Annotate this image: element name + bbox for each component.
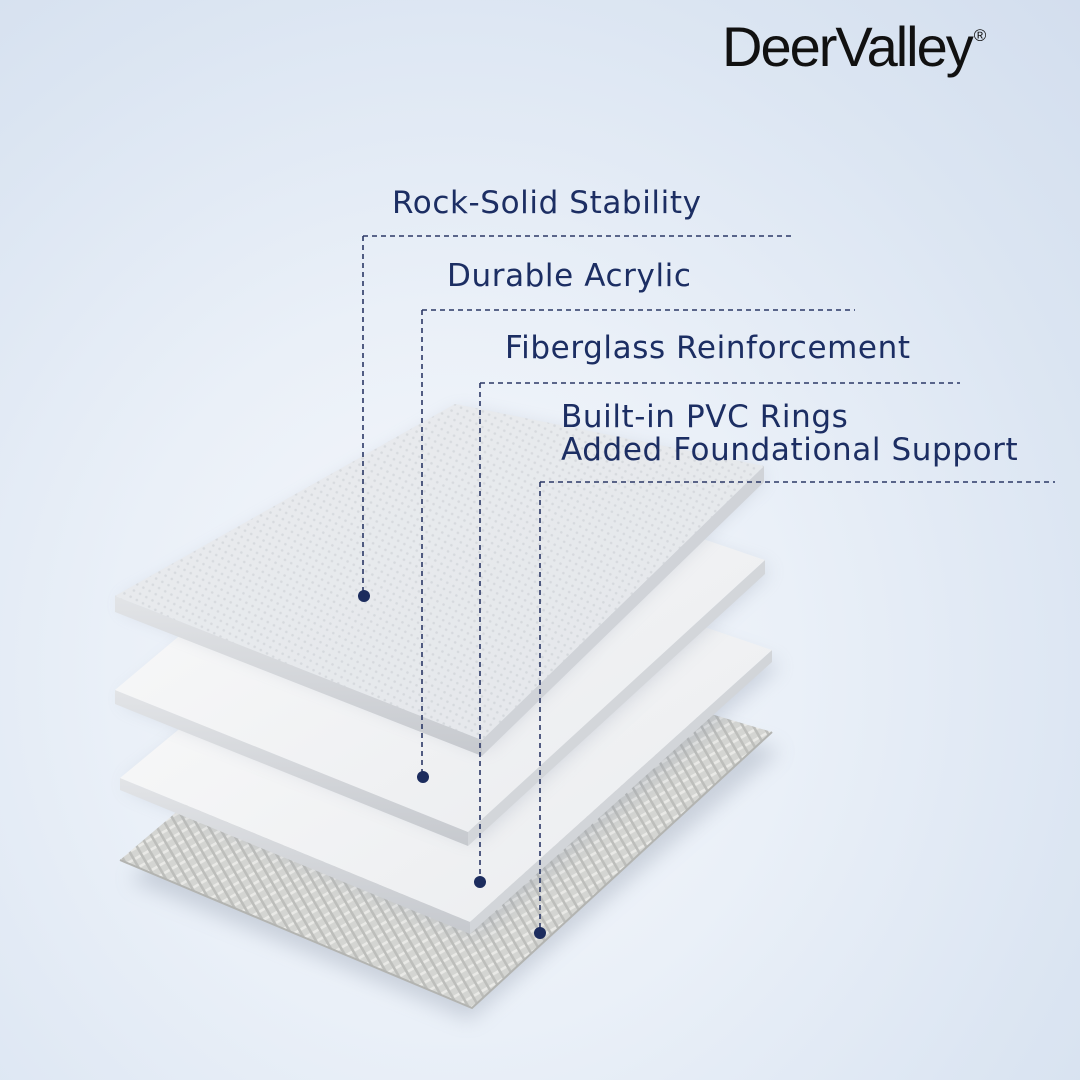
feature-label-foundational-support: Added Foundational Support bbox=[561, 432, 1019, 468]
brand-logo: DeerValley® bbox=[722, 14, 986, 79]
feature-label-fiberglass-reinforcement: Fiberglass Reinforcement bbox=[505, 330, 911, 366]
feature-label-durable-acrylic: Durable Acrylic bbox=[447, 258, 692, 294]
textured-top-layer bbox=[115, 404, 765, 756]
callout-dot bbox=[417, 771, 429, 783]
brand-logo-text: DeerValley bbox=[722, 15, 974, 78]
callout-pvc-rings bbox=[534, 481, 1055, 939]
feature-label-rock-solid-stability: Rock-Solid Stability bbox=[392, 185, 702, 221]
callout-rock-solid-stability bbox=[358, 235, 795, 602]
callout-dot bbox=[358, 590, 370, 602]
callout-durable-acrylic bbox=[417, 309, 855, 783]
registered-mark: ® bbox=[973, 26, 987, 45]
feature-label-pvc-rings: Built-in PVC Rings bbox=[561, 399, 849, 435]
callout-dot bbox=[474, 876, 486, 888]
callout-dot bbox=[534, 927, 546, 939]
callout-fiberglass-reinforcement bbox=[474, 382, 960, 888]
